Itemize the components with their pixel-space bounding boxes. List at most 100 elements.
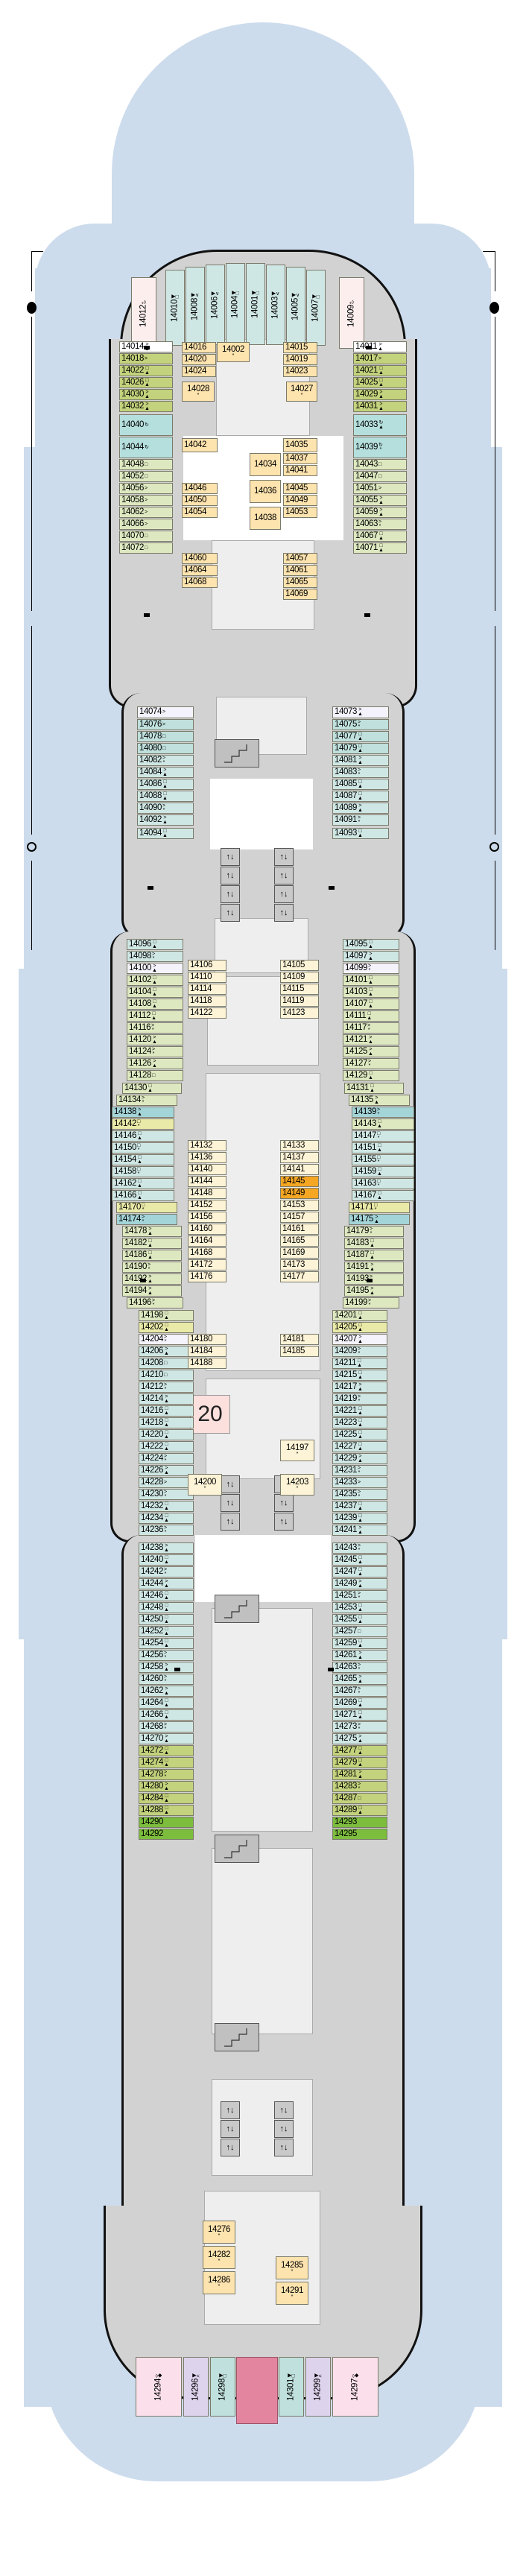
cabin-14157[interactable]: 14157: [280, 1212, 319, 1223]
cabin-14176[interactable]: 14176: [188, 1271, 226, 1282]
cabin-14066[interactable]: 14066>: [119, 519, 173, 530]
cabin-14285[interactable]: 14285*: [276, 2256, 308, 2279]
cabin-14258[interactable]: 14258>▲: [139, 1662, 194, 1673]
cabin-14200[interactable]: 14200*: [188, 1474, 222, 1496]
cabin-14254[interactable]: 14254□▲: [139, 1638, 194, 1649]
cabin-14140[interactable]: 14140: [188, 1164, 226, 1175]
cabin-14114[interactable]: 14114: [188, 984, 226, 995]
cabin-14031[interactable]: 14031>▲: [353, 401, 407, 412]
cabin-14010[interactable]: 14010□◀: [165, 270, 185, 346]
cabin-14150[interactable]: 14150□*: [112, 1142, 174, 1153]
cabin-14096[interactable]: 14096□▲: [127, 939, 183, 950]
cabin-14009[interactable]: 14009◊*: [339, 277, 364, 349]
cabin-14279[interactable]: 14279□▲: [332, 1757, 387, 1768]
cabin-14171[interactable]: 14171□*: [349, 1202, 410, 1213]
cabin-14210[interactable]: 14210□: [139, 1370, 194, 1381]
cabin-14129[interactable]: 14129□▲: [343, 1070, 399, 1081]
cabin-14083[interactable]: 14083>*: [332, 767, 389, 778]
cabin-14054[interactable]: 14054: [182, 507, 218, 518]
cabin-14277[interactable]: 14277□▲: [332, 1745, 387, 1756]
cabin-14208[interactable]: 14208□: [139, 1358, 194, 1369]
cabin-14190[interactable]: 14190>*: [122, 1262, 182, 1273]
cabin-14110[interactable]: 14110: [188, 972, 226, 983]
cabin-14029[interactable]: 14029>▲: [353, 389, 407, 400]
elevator-car[interactable]: ↑↓: [274, 867, 294, 884]
cabin-14212[interactable]: 14212>*: [139, 1382, 194, 1393]
cabin-14164[interactable]: 14164: [188, 1235, 226, 1247]
cabin-14102[interactable]: 14102□▲: [127, 975, 183, 986]
cabin-14040[interactable]: 14040↻: [119, 414, 173, 436]
cabin-14249[interactable]: 14249>▲: [332, 1578, 387, 1589]
cabin-14288[interactable]: 14288□▲: [139, 1805, 194, 1816]
cabin-14175[interactable]: 14175>▲: [349, 1214, 410, 1225]
cabin-14130[interactable]: 14130□▲: [122, 1083, 182, 1094]
cabin-14269[interactable]: 14269□▲: [332, 1697, 387, 1709]
cabin-14088[interactable]: 14088□▲: [137, 791, 194, 802]
cabin-14028[interactable]: 14028*: [182, 382, 215, 402]
cabin-14045[interactable]: 14045: [283, 483, 317, 494]
cabin-14015[interactable]: 14015: [283, 342, 317, 353]
cabin-14058[interactable]: 14058>: [119, 495, 173, 506]
cabin-14191[interactable]: 14191>▲: [344, 1262, 404, 1273]
cabin-14264[interactable]: 14264□▲: [139, 1697, 194, 1709]
elevator-car[interactable]: ↑↓: [221, 867, 240, 884]
cabin-14275[interactable]: 14275>▲: [332, 1733, 387, 1744]
cabin-14119[interactable]: 14119: [280, 996, 319, 1007]
cabin-14080[interactable]: 14080□: [137, 743, 194, 754]
cabin-14271[interactable]: 14271□▲: [332, 1709, 387, 1721]
cabin-14227[interactable]: 14227□▲: [332, 1441, 387, 1452]
cabin-14143[interactable]: 14143□▲: [352, 1118, 414, 1130]
cabin-14162[interactable]: 14162□▲: [112, 1178, 174, 1189]
cabin-14173[interactable]: 14173: [280, 1259, 319, 1270]
cabin-14151[interactable]: 14151□▲: [352, 1142, 414, 1153]
cabin-14091[interactable]: 14091>*: [332, 814, 389, 826]
cabin-14228[interactable]: 14228>: [139, 1477, 194, 1488]
cabin-14255[interactable]: 14255□▲: [332, 1614, 387, 1625]
cabin-14281[interactable]: 14281>▲: [332, 1769, 387, 1780]
cabin-14115[interactable]: 14115: [280, 984, 319, 995]
cabin-14276[interactable]: 14276*: [203, 2221, 235, 2244]
cabin-14273[interactable]: 14273>*: [332, 1721, 387, 1732]
cabin-14082[interactable]: 14082>*: [137, 755, 194, 766]
cabin-14068[interactable]: 14068: [182, 577, 218, 588]
cabin-14289[interactable]: 14289□▲: [332, 1805, 387, 1816]
cabin-14094[interactable]: 14094□▲: [137, 828, 194, 839]
cabin-14178[interactable]: 14178>▲: [122, 1226, 182, 1237]
cabin-14138[interactable]: 14138>▲: [112, 1107, 174, 1118]
cabin-14111[interactable]: 14111□▲: [343, 1010, 399, 1022]
cabin-14187[interactable]: 14187□▲: [344, 1250, 404, 1261]
elevator-car[interactable]: ↑↓: [274, 2120, 294, 2138]
elevator-car[interactable]: ↑↓: [274, 2101, 294, 2119]
cabin-14298[interactable]: 14298□◀: [210, 2357, 235, 2417]
cabin-14237[interactable]: 14237□▲: [332, 1501, 387, 1512]
cabin-14221[interactable]: 14221□▲: [332, 1405, 387, 1417]
cabin-14209[interactable]: 14209>*: [332, 1346, 387, 1357]
cabin-14260[interactable]: 14260>*: [139, 1674, 194, 1685]
cabin-14038[interactable]: 14038: [250, 507, 281, 530]
cabin-14147[interactable]: 14147□*: [352, 1130, 414, 1142]
stairwell-aft-3[interactable]: [215, 2023, 259, 2051]
cabin-14292[interactable]: 14292: [139, 1829, 194, 1840]
cabin-14202[interactable]: 14202□▲: [139, 1322, 194, 1333]
cabin-14022[interactable]: 14022□▲: [119, 365, 173, 376]
cabin-14112[interactable]: 14112□▲: [127, 1010, 183, 1022]
elevator-car[interactable]: ↑↓: [221, 904, 240, 922]
elevator-car[interactable]: ↑↓: [221, 2139, 240, 2156]
cabin-14156[interactable]: 14156: [188, 1212, 226, 1223]
cabin-14107[interactable]: 14107□▲: [343, 999, 399, 1010]
cabin-14016[interactable]: 14016: [182, 342, 216, 353]
cabin-14002[interactable]: 14002*: [217, 342, 250, 362]
cabin-14137[interactable]: 14137: [280, 1152, 319, 1163]
cabin-14141[interactable]: 14141: [280, 1164, 319, 1175]
cabin-14007[interactable]: 14007□◀: [306, 270, 326, 346]
cabin-14148[interactable]: 14148: [188, 1188, 226, 1199]
cabin-14265[interactable]: 14265>▲: [332, 1674, 387, 1685]
elevator-car[interactable]: ↑↓: [221, 2120, 240, 2138]
cabin-14159[interactable]: 14159□▲: [352, 1166, 414, 1177]
cabin-14134[interactable]: 14134>*: [116, 1095, 177, 1106]
cabin-14049[interactable]: 14049: [283, 495, 317, 506]
elevator-car[interactable]: ↑↓: [221, 1475, 240, 1493]
cabin-14067[interactable]: 14067□▲: [353, 531, 407, 542]
cabin-14055[interactable]: 14055>▲: [353, 495, 407, 506]
cabin-14196[interactable]: 14196>*: [127, 1297, 183, 1308]
